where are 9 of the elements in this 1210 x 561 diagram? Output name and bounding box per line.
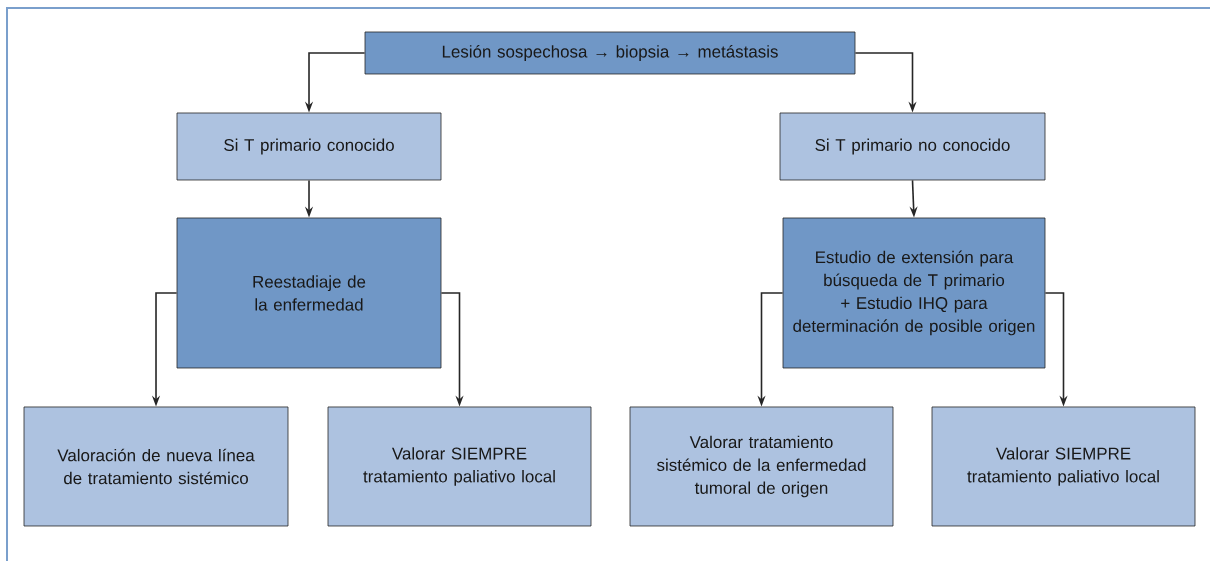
outcome-box: Valorar SIEMPRE tratamiento paliativo local: [327, 406, 592, 527]
outcome-box: Valoración de nueva línea de tratamiento sistémico: [23, 406, 289, 527]
process-box: Estudio de extensión para búsqueda de T primario + Estudio IHQ para determinación de posible origen: [782, 217, 1046, 369]
outcome-box: Valorar tratamiento sistémico de la enfermedad tumoral de origen: [629, 406, 894, 527]
process-box: Reestadiaje de la enfermedad: [176, 217, 442, 369]
condition-box: Si T primario conocido: [176, 112, 442, 181]
condition-box: Si T primario no conocido: [779, 112, 1046, 181]
start-box: Lesión sospechosa → biopsia → metástasis: [364, 31, 856, 75]
outcome-box: Valorar SIEMPRE tratamiento paliativo local: [931, 406, 1196, 527]
